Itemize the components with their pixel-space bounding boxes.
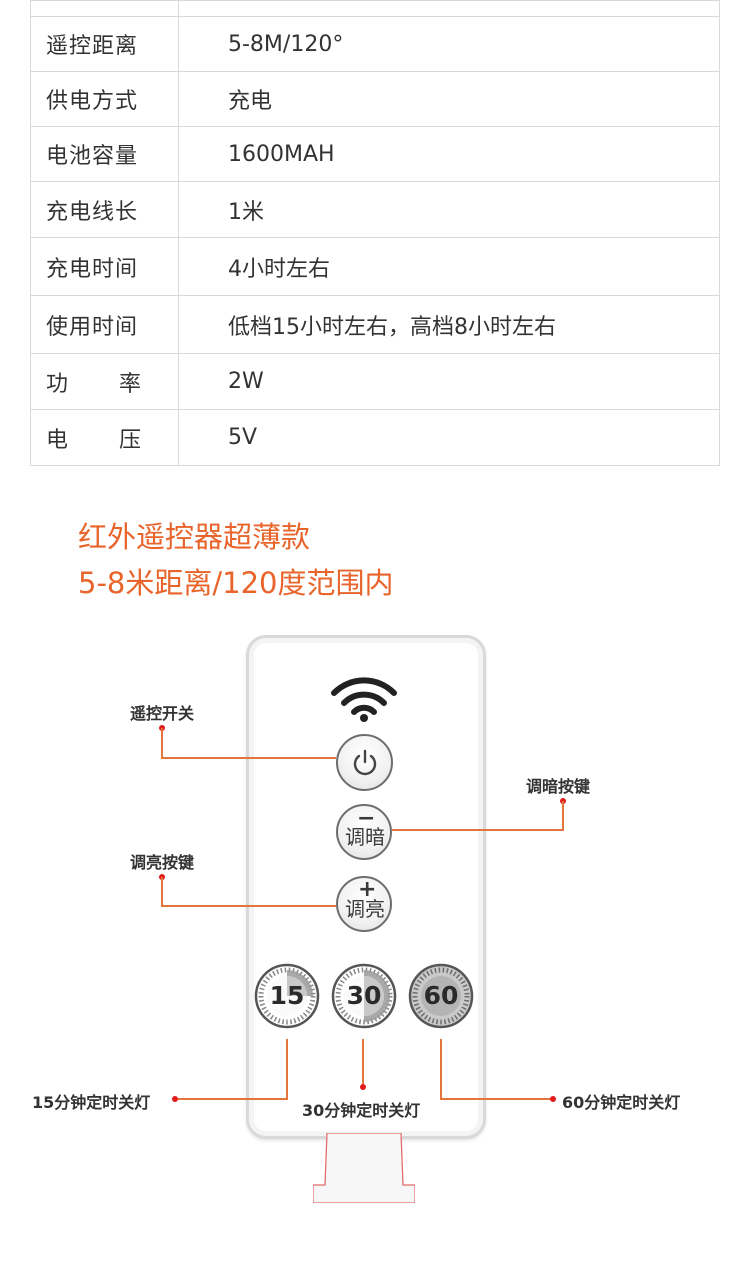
spec-key-right: 率 [118, 371, 142, 397]
callout-dot [172, 1096, 178, 1102]
minus-icon: − [357, 806, 376, 831]
spec-key: 充电时间 [30, 237, 179, 296]
timer-60-button[interactable]: 60 [408, 963, 474, 1029]
spec-value: 1600MAH [178, 126, 720, 182]
table-row: 充电线长 1米 [30, 181, 720, 238]
timer-15-button[interactable]: 15 [254, 963, 320, 1029]
brighten-button[interactable]: + 调亮 [336, 876, 392, 932]
callout-line [362, 1039, 364, 1086]
spec-value: 1米 [178, 181, 720, 238]
table-row: 功率 2W [30, 353, 720, 410]
dim-button-label: 调暗 [345, 825, 385, 849]
brighten-button-label: 调亮 [345, 897, 385, 921]
callout-dot [550, 1096, 556, 1102]
callout-line [161, 877, 163, 906]
callout-timer-15: 15分钟定时关灯 [32, 1093, 151, 1112]
headline-line-1: 红外遥控器超薄款 [78, 520, 311, 554]
timer-30-button[interactable]: 30 [331, 963, 397, 1029]
spec-key: 充电线长 [30, 181, 179, 238]
spec-value [178, 0, 720, 17]
spec-key: 电池容量 [30, 126, 179, 182]
table-row [30, 0, 720, 17]
spec-key: 使用时间 [30, 295, 179, 354]
callout-line [392, 829, 564, 831]
callout-line [286, 1039, 288, 1099]
remote-stand [313, 1133, 415, 1203]
spec-key: 功率 [30, 353, 179, 410]
timer-60-label: 60 [423, 981, 459, 1010]
spec-value: 充电 [178, 71, 720, 127]
spec-value: 4小时左右 [178, 237, 720, 296]
table-row: 电压 5V [30, 409, 720, 466]
spec-key: 遥控距离 [30, 16, 179, 72]
spec-key-left: 电 [46, 427, 70, 453]
callout-line [562, 801, 564, 831]
spec-value: 5-8M/120° [178, 16, 720, 72]
spec-key-left: 功 [46, 371, 70, 397]
timer-dial-icon [331, 963, 397, 1029]
spec-value: 低档15小时左右，高档8小时左右 [178, 295, 720, 354]
callout-power: 遥控开关 [130, 704, 195, 723]
callout-bright: 调亮按键 [130, 853, 195, 872]
callout-line [161, 728, 163, 758]
table-row: 电池容量 1600MAH [30, 126, 720, 182]
spec-key [30, 0, 179, 17]
spec-value: 2W [178, 353, 720, 410]
spec-key: 电压 [30, 409, 179, 466]
power-icon [353, 749, 377, 776]
callout-line [178, 1098, 288, 1100]
callout-timer-60: 60分钟定时关灯 [562, 1093, 681, 1112]
plus-icon: + [358, 877, 377, 902]
timer-dial-icon [408, 963, 474, 1029]
callout-dim: 调暗按键 [526, 777, 591, 796]
table-row: 充电时间 4小时左右 [30, 237, 720, 296]
callout-line [440, 1039, 442, 1099]
callout-line [161, 905, 336, 907]
callout-line [440, 1098, 552, 1100]
headline-line-2: 5-8米距离/120度范围内 [78, 566, 394, 600]
table-row: 使用时间 低档15小时左右，高档8小时左右 [30, 295, 720, 354]
callout-timer-30: 30分钟定时关灯 [302, 1101, 421, 1120]
spec-value: 5V [178, 409, 720, 466]
table-row: 遥控距离 5-8M/120° [30, 16, 720, 72]
spec-key: 供电方式 [30, 71, 179, 127]
infrared-signal-icon [331, 677, 397, 722]
timer-15-label: 15 [269, 981, 305, 1010]
timer-dial-icon [254, 963, 320, 1029]
callout-line [161, 757, 336, 759]
timer-30-label: 30 [346, 981, 382, 1010]
callout-dot [360, 1084, 366, 1090]
power-button[interactable] [336, 734, 393, 791]
spec-table: 遥控距离 5-8M/120° 供电方式 充电 电池容量 1600MAH 充电线长… [30, 0, 720, 466]
table-row: 供电方式 充电 [30, 71, 720, 127]
spec-key-right: 压 [118, 427, 142, 453]
dim-button[interactable]: − 调暗 [336, 804, 392, 860]
